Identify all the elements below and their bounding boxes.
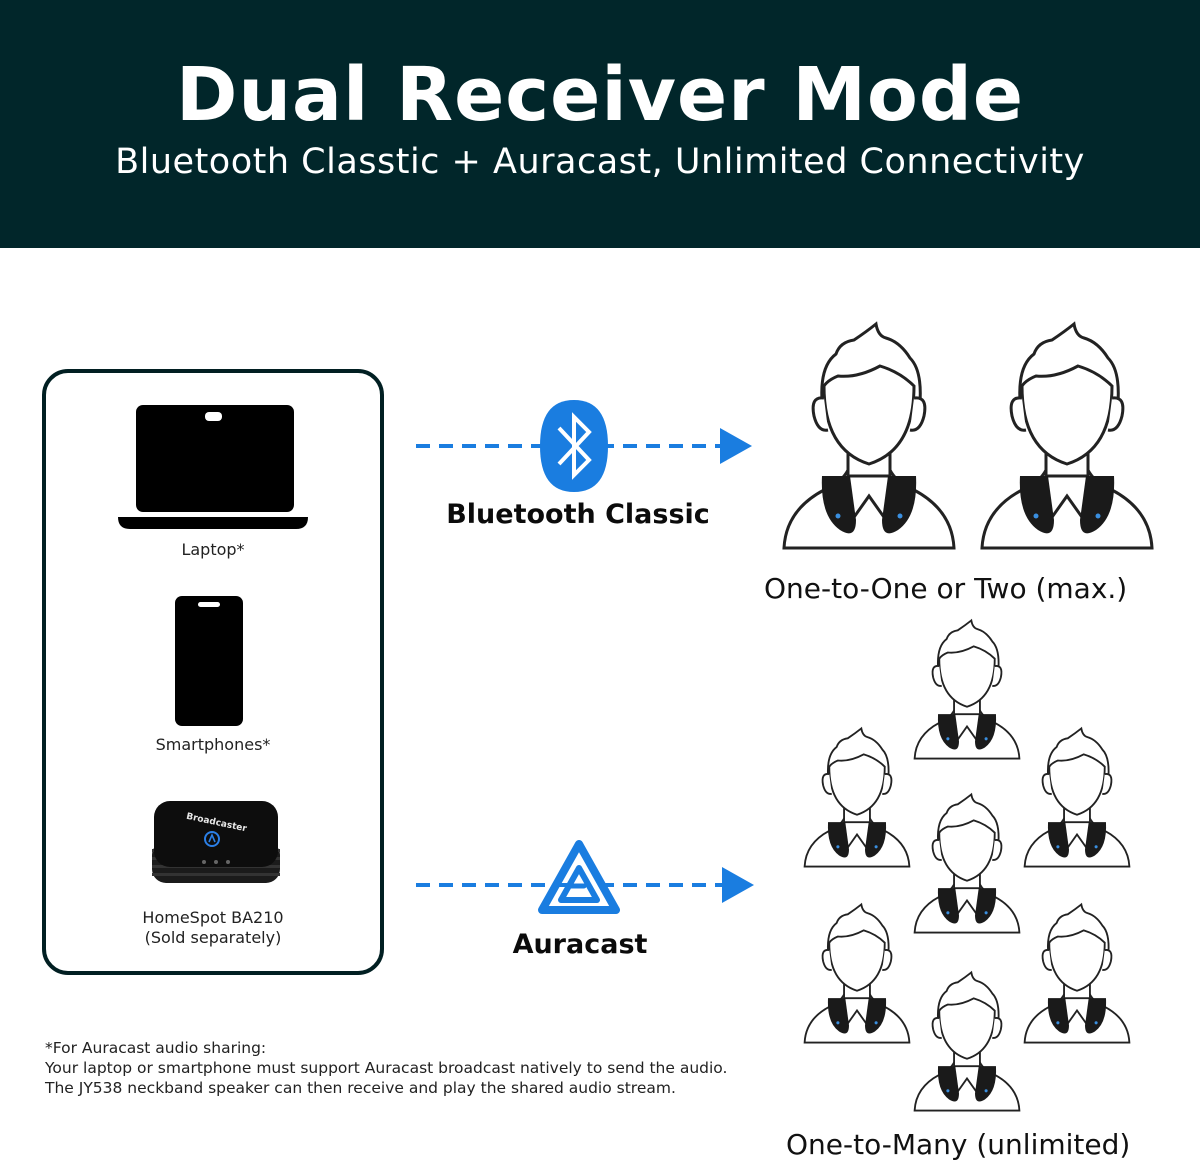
bluetooth-icon: [540, 400, 608, 492]
footnote-line-3: The JY538 neckband speaker can then rece…: [45, 1079, 676, 1097]
person-neckband-icon: [913, 971, 1021, 1112]
smartphone-icon: [175, 596, 243, 726]
auracast-icon: [538, 840, 620, 914]
broadcaster-label-line1: HomeSpot BA210: [142, 908, 284, 927]
person-neckband-icon: [1023, 903, 1131, 1044]
header-banner: Dual Receiver Mode Bluetooth Classtic + …: [0, 0, 1200, 248]
source-devices-panel: Laptop* Smartphones* Broadcaster HomeSpo…: [42, 369, 384, 975]
person-neckband-icon: [913, 793, 1021, 934]
one-to-many-caption: One-to-Many (unlimited): [786, 1128, 1131, 1161]
arrow-right-icon: [722, 867, 754, 903]
footnote-line-2: Your laptop or smartphone must support A…: [45, 1059, 728, 1077]
one-to-two-caption: One-to-One or Two (max.): [764, 572, 1128, 605]
person-neckband-icon: [803, 727, 911, 868]
broadcaster-label-line2: (Sold separately): [144, 928, 282, 947]
page-title: Dual Receiver Mode: [175, 52, 1025, 138]
footnote-line-1: *For Auracast audio sharing:: [45, 1039, 267, 1057]
laptop-icon: [118, 405, 308, 529]
person-neckband-icon: [803, 903, 911, 1044]
page-subtitle: Bluetooth Classtic + Auracast, Unlimited…: [115, 142, 1085, 182]
person-neckband-icon: [980, 322, 1154, 550]
auracast-label: Auracast: [512, 929, 648, 960]
bluetooth-link-arrow: [416, 400, 752, 492]
person-neckband-icon: [913, 619, 1021, 760]
person-neckband-icon: [782, 322, 956, 550]
person-neckband-icon: [1023, 727, 1131, 868]
laptop-label: Laptop*: [181, 540, 245, 559]
smartphone-label: Smartphones*: [155, 735, 271, 754]
arrow-right-icon: [720, 428, 752, 464]
broadcaster-icon: Broadcaster: [152, 801, 280, 883]
footnote: *For Auracast audio sharing: Your laptop…: [45, 1038, 805, 1098]
auracast-link-arrow: [416, 840, 754, 914]
bluetooth-classic-label: Bluetooth Classic: [446, 499, 710, 530]
